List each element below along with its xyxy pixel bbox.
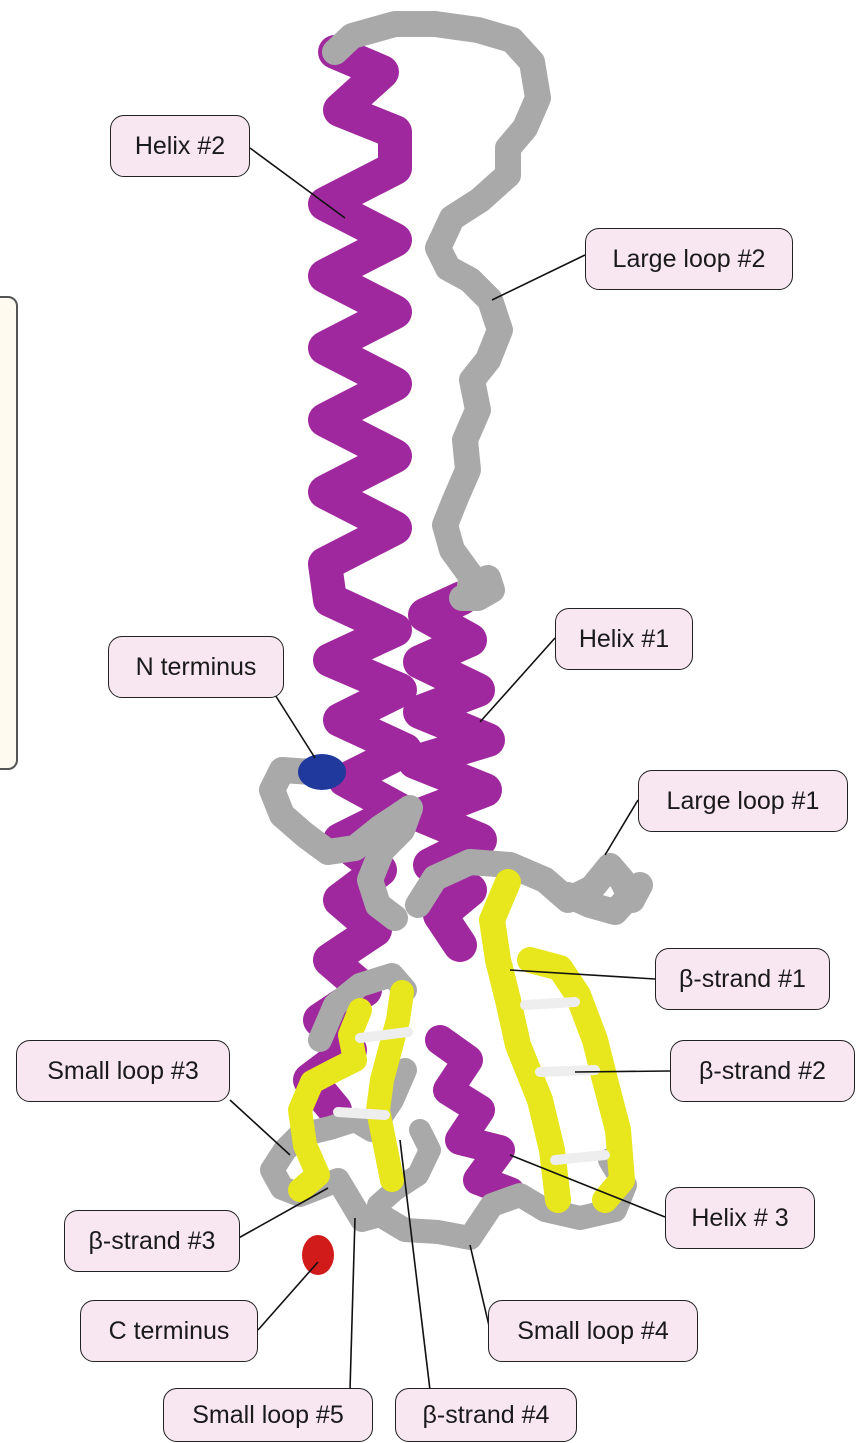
helix-2-ribbon [310, 52, 405, 1110]
helix-1-cap-loop [462, 578, 492, 598]
label-helix-1: Helix #1 [555, 608, 693, 670]
label-beta-strand-4: β-strand #4 [395, 1388, 577, 1442]
label-small-loop-5: Small loop #5 [163, 1388, 373, 1442]
label-large-loop-2: Large loop #2 [585, 228, 793, 290]
label-helix-3: Helix # 3 [665, 1187, 815, 1249]
label-small-loop-3: Small loop #3 [16, 1040, 230, 1102]
label-c-terminus: C terminus [80, 1300, 258, 1362]
helix-3-ribbon [440, 1040, 510, 1192]
label-large-loop-1: Large loop #1 [638, 770, 848, 832]
n-terminus-bead [298, 754, 346, 790]
label-beta-strand-1: β-strand #1 [655, 948, 830, 1010]
label-n-terminus: N terminus [108, 636, 284, 698]
label-small-loop-4: Small loop #4 [488, 1300, 698, 1362]
label-beta-strand-3: β-strand #3 [64, 1210, 240, 1272]
label-beta-strand-2: β-strand #2 [670, 1040, 855, 1102]
label-helix-2: Helix #2 [110, 115, 250, 177]
c-terminus-bead [302, 1235, 334, 1275]
